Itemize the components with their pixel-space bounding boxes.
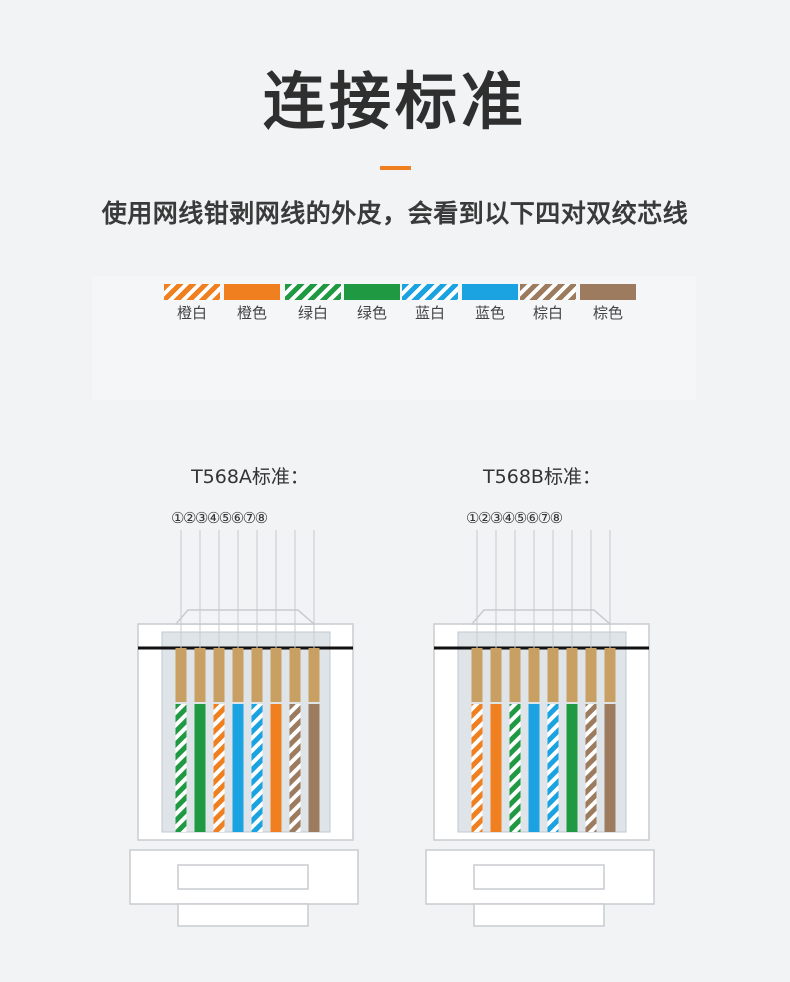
legend-label: 棕白 <box>532 304 563 322</box>
t568b-label: T568B标准： <box>483 466 601 488</box>
legend-label: 橙色 <box>236 304 267 322</box>
wire-3 <box>509 704 521 832</box>
plug-boot-slot <box>473 864 605 890</box>
title-accent-bar <box>380 166 411 170</box>
legend-label: 绿色 <box>356 304 387 322</box>
legend-swatch <box>402 284 458 300</box>
plug-inner-cavity <box>161 631 331 833</box>
plug-top-ridge <box>174 609 316 625</box>
pin-contact <box>308 648 320 702</box>
pin-contact <box>471 648 483 702</box>
pin-contact <box>528 648 540 702</box>
pin-contact <box>604 648 616 702</box>
legend-item: 绿色 <box>344 284 400 323</box>
legend-swatch <box>462 284 518 300</box>
legend-item: 棕色 <box>580 284 636 323</box>
page-subtitle: 使用网线钳剥网线的外皮，会看到以下四对双绞芯线 <box>101 199 689 228</box>
legend-item: 绿白 <box>285 284 341 323</box>
legend-label: 棕色 <box>592 304 623 322</box>
pin-contact <box>270 648 282 702</box>
wire-7 <box>585 704 597 832</box>
pin-contact <box>213 648 225 702</box>
wire-3 <box>213 704 225 832</box>
plug-inner-cavity <box>457 631 627 833</box>
wire-8 <box>308 704 320 832</box>
wire-5 <box>547 704 559 832</box>
plug-boot-slot <box>177 864 309 890</box>
legend-swatch <box>285 284 341 300</box>
plug-cable-end <box>177 903 309 927</box>
legend-item: 蓝白 <box>402 284 458 323</box>
plug-cable-end <box>473 903 605 927</box>
legend-item: 棕白 <box>520 284 576 323</box>
pin-contact <box>251 648 263 702</box>
page-title: 连接标准 <box>262 65 527 138</box>
plug-top-ridge <box>470 609 612 625</box>
legend-item: 橙白 <box>164 284 220 323</box>
wire-2 <box>490 704 502 832</box>
wire-1 <box>175 704 187 832</box>
legend-swatch <box>344 284 400 300</box>
wire-6 <box>566 704 578 832</box>
pin-contact <box>509 648 521 702</box>
pin-contact <box>566 648 578 702</box>
pin-contact <box>194 648 206 702</box>
wire-4 <box>528 704 540 832</box>
legend-swatch <box>520 284 576 300</box>
legend-label: 蓝色 <box>474 304 505 322</box>
legend-swatch <box>164 284 220 300</box>
pin-contact <box>289 648 301 702</box>
pin-contact <box>490 648 502 702</box>
wire-4 <box>232 704 244 832</box>
wire-7 <box>289 704 301 832</box>
pin-contact <box>585 648 597 702</box>
pin-contact <box>232 648 244 702</box>
legend-swatch <box>224 284 280 300</box>
wire-1 <box>471 704 483 832</box>
pin-contact <box>547 648 559 702</box>
wire-5 <box>251 704 263 832</box>
pin-contact <box>175 648 187 702</box>
t568b-pin-numbers: ①②③④⑤⑥⑦⑧ <box>466 509 563 527</box>
wire-6 <box>270 704 282 832</box>
wire-2 <box>194 704 206 832</box>
legend-swatch <box>580 284 636 300</box>
legend-label: 橙白 <box>176 304 207 322</box>
t568a-label: T568A标准： <box>191 466 309 488</box>
legend-label: 绿白 <box>297 304 328 322</box>
legend-item: 蓝色 <box>462 284 518 323</box>
legend-item: 橙色 <box>224 284 280 323</box>
t568a-pin-numbers: ①②③④⑤⑥⑦⑧ <box>171 509 268 527</box>
wire-8 <box>604 704 616 832</box>
legend-label: 蓝白 <box>414 304 445 322</box>
